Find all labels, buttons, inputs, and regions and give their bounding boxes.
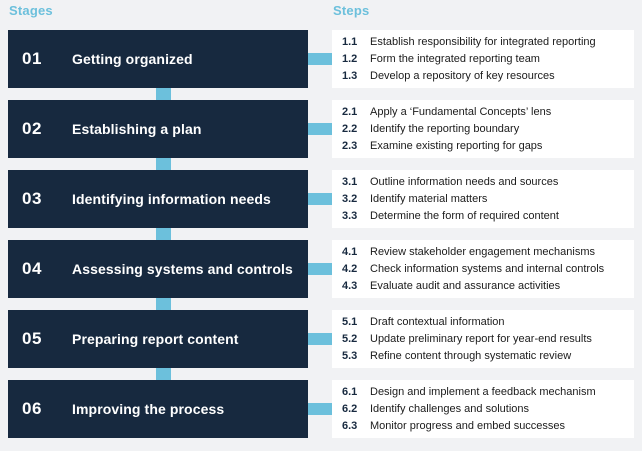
stage-title: Establishing a plan xyxy=(72,121,202,137)
stages-column-header: Stages xyxy=(9,3,53,18)
connector-vertical xyxy=(156,228,171,240)
step-text: Form the integrated reporting team xyxy=(370,52,540,65)
step-text: Examine existing reporting for gaps xyxy=(370,139,543,152)
step-text: Design and implement a feedback mechanis… xyxy=(370,385,596,398)
step-text: Identify challenges and solutions xyxy=(370,402,529,415)
step-item[interactable]: 2.2 Identify the reporting boundary xyxy=(338,121,626,138)
step-item[interactable]: 6.3 Monitor progress and embed successes xyxy=(338,418,626,435)
step-group-01: 1.1 Establish responsibility for integrat… xyxy=(332,30,634,88)
step-item[interactable]: 3.1 Outline information needs and sources xyxy=(338,174,626,191)
stage-box-01[interactable]: 01 Getting organized xyxy=(8,30,308,88)
stage-title: Preparing report content xyxy=(72,331,239,347)
stage-title: Assessing systems and controls xyxy=(72,261,293,277)
step-item[interactable]: 2.3 Examine existing reporting for gaps xyxy=(338,138,626,155)
stage-number: 03 xyxy=(22,189,42,208)
step-text: Apply a ‘Fundamental Concepts’ lens xyxy=(370,105,552,118)
step-group-05: 5.1 Draft contextual information 5.2 Update… xyxy=(332,310,634,368)
step-text: Develop a repository of key resources xyxy=(370,69,555,82)
stage-title: Improving the process xyxy=(72,401,225,417)
step-number: 2.2 xyxy=(342,122,358,135)
step-number: 4.2 xyxy=(342,262,358,275)
step-text: Review stakeholder engagement mechanisms xyxy=(370,245,596,258)
stage-number: 01 xyxy=(22,49,42,68)
step-text: Monitor progress and embed successes xyxy=(370,419,566,432)
step-group-06: 6.1 Design and implement a feedback mecha… xyxy=(332,380,634,438)
stage-box-03[interactable]: 03 Identifying information needs xyxy=(8,170,308,228)
step-item[interactable]: 6.2 Identify challenges and solutions xyxy=(338,401,626,418)
stage-number: 05 xyxy=(22,329,42,348)
step-text: Update preliminary report for year-end r… xyxy=(370,332,592,345)
stage-box-04[interactable]: 04 Assessing systems and controls xyxy=(8,240,308,298)
connector-vertical xyxy=(156,368,171,380)
step-item[interactable]: 5.1 Draft contextual information xyxy=(338,314,626,331)
stages-column: 01 Getting organized 02 Establishing a plan… xyxy=(8,30,340,438)
step-number: 1.2 xyxy=(342,52,358,65)
step-number: 2.1 xyxy=(342,105,358,118)
step-text: Determine the form of required content xyxy=(370,209,559,222)
step-number: 5.3 xyxy=(342,349,358,362)
stage-row: 03 Identifying information needs xyxy=(8,170,340,240)
step-item[interactable]: 5.3 Refine content through systematic rev… xyxy=(338,348,626,365)
step-text: Outline information needs and sources xyxy=(370,175,559,188)
step-group-04: 4.1 Review stakeholder engagement mechani… xyxy=(332,240,634,298)
step-text: Evaluate audit and assurance activities xyxy=(370,279,561,292)
step-item[interactable]: 3.2 Identify material matters xyxy=(338,191,626,208)
stage-title: Getting organized xyxy=(72,51,193,67)
steps-column: 1.1 Establish responsibility for integrat… xyxy=(332,30,634,438)
step-number: 2.3 xyxy=(342,139,358,152)
stage-number: 04 xyxy=(22,259,42,278)
connector-vertical xyxy=(156,298,171,310)
stage-row: 02 Establishing a plan xyxy=(8,100,340,170)
step-number: 3.3 xyxy=(342,209,358,222)
step-text: Establish responsibility for integrated … xyxy=(370,35,596,48)
stage-title: Identifying information needs xyxy=(72,191,271,207)
stage-row: 04 Assessing systems and controls xyxy=(8,240,340,310)
stage-row: 06 Improving the process xyxy=(8,380,340,438)
step-number: 5.2 xyxy=(342,332,358,345)
stage-box-06[interactable]: 06 Improving the process xyxy=(8,380,308,438)
stage-number: 06 xyxy=(22,399,42,418)
stage-box-05[interactable]: 05 Preparing report content xyxy=(8,310,308,368)
step-item[interactable]: 1.2 Form the integrated reporting team xyxy=(338,51,626,68)
step-number: 6.2 xyxy=(342,402,358,415)
step-item[interactable]: 4.3 Evaluate audit and assurance activiti… xyxy=(338,278,626,295)
step-item[interactable]: 5.2 Update preliminary report for year-en… xyxy=(338,331,626,348)
step-item[interactable]: 6.1 Design and implement a feedback mecha… xyxy=(338,384,626,401)
stage-number: 02 xyxy=(22,119,42,138)
step-number: 4.1 xyxy=(342,245,358,258)
step-group-03: 3.1 Outline information needs and sources… xyxy=(332,170,634,228)
step-number: 3.1 xyxy=(342,175,358,188)
step-number: 1.3 xyxy=(342,69,358,82)
step-number: 6.1 xyxy=(342,385,358,398)
step-text: Check information systems and internal c… xyxy=(370,262,605,275)
stage-row: 01 Getting organized xyxy=(8,30,340,100)
steps-column-header: Steps xyxy=(333,3,370,18)
step-number: 4.3 xyxy=(342,279,358,292)
step-text: Identify material matters xyxy=(370,192,488,205)
connector-vertical xyxy=(156,88,171,100)
step-text: Draft contextual information xyxy=(370,315,505,328)
step-item[interactable]: 3.3 Determine the form of required conten… xyxy=(338,208,626,225)
stage-row: 05 Preparing report content xyxy=(8,310,340,380)
step-text: Identify the reporting boundary xyxy=(370,122,520,135)
step-number: 1.1 xyxy=(342,35,358,48)
step-number: 3.2 xyxy=(342,192,358,205)
step-item[interactable]: 2.1 Apply a ‘Fundamental Concepts’ lens xyxy=(338,104,626,121)
connector-vertical xyxy=(156,158,171,170)
step-number: 6.3 xyxy=(342,419,358,432)
step-item[interactable]: 1.3 Develop a repository of key resources xyxy=(338,68,626,85)
step-text: Refine content through systematic review xyxy=(370,349,572,362)
stage-box-02[interactable]: 02 Establishing a plan xyxy=(8,100,308,158)
step-item[interactable]: 1.1 Establish responsibility for integrat… xyxy=(338,34,626,51)
step-number: 5.1 xyxy=(342,315,358,328)
step-item[interactable]: 4.1 Review stakeholder engagement mechani… xyxy=(338,244,626,261)
step-item[interactable]: 4.2 Check information systems and interna… xyxy=(338,261,626,278)
